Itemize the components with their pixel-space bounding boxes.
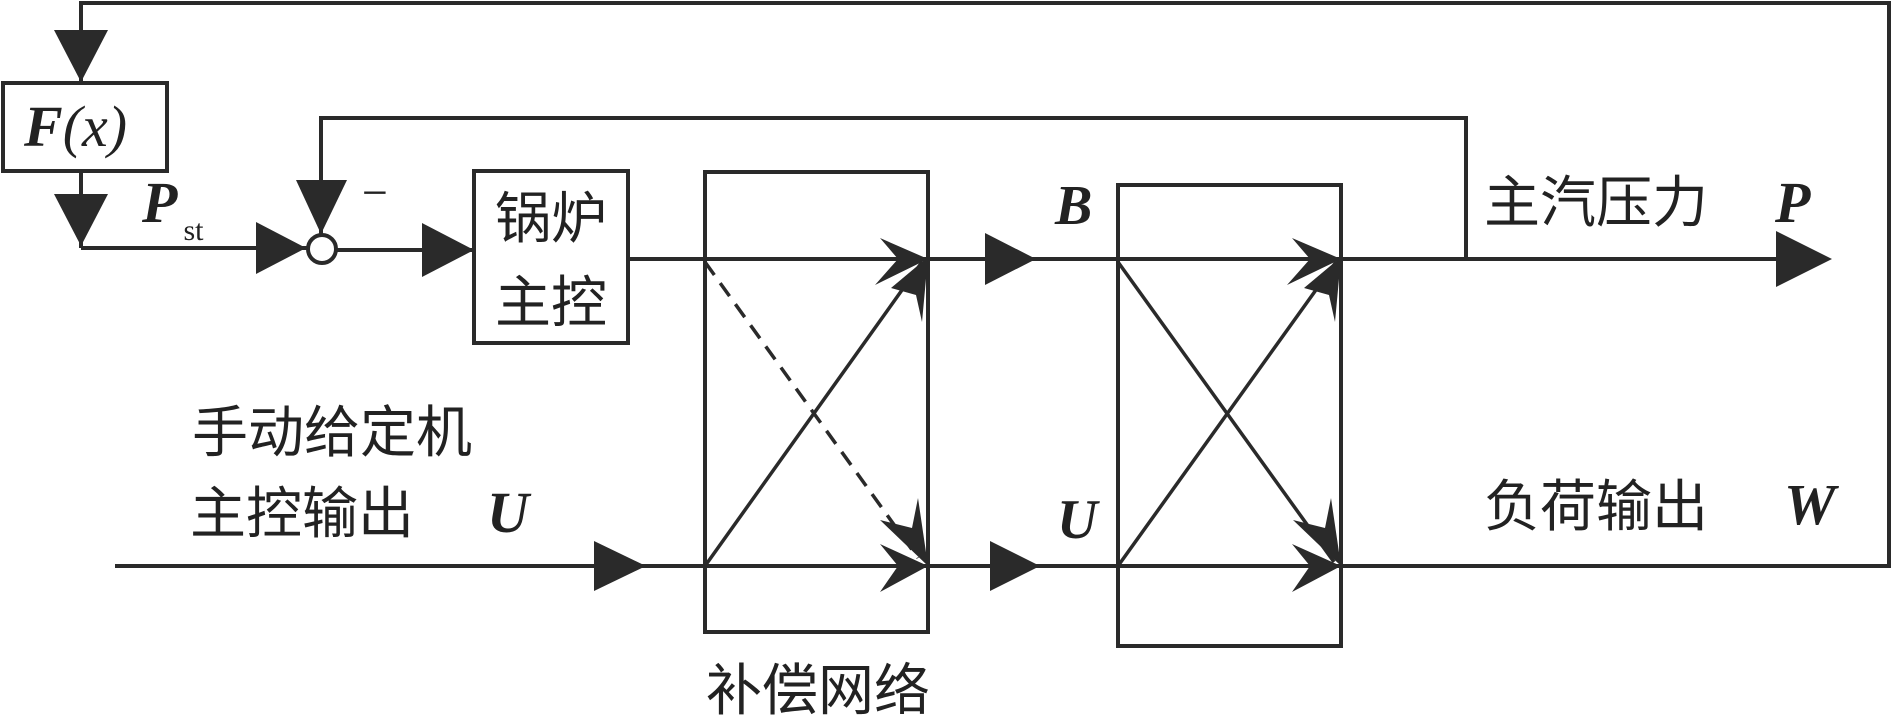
pressure-output-symbol: P [1774,170,1811,235]
arrow-manual-in [594,541,646,591]
comp-arrowhead-top-horizontal [875,238,928,285]
fx-func: F [23,94,63,159]
minus-sign: − [362,167,388,218]
comp-arrowhead-top-diagonal [891,257,928,322]
comp-arrowhead-bottom-horizontal [880,544,928,592]
arrow-below-fx [54,194,108,246]
plant-arrowhead-bottom-horizontal [1292,544,1341,592]
plant-arrowhead-top-horizontal [1287,238,1341,285]
plant-arrowhead-bottom-diagonal [1293,498,1341,566]
signal-b-label: B [1054,175,1092,237]
load-output-label: 负荷输出 [1484,475,1708,540]
load-output-symbol: W [1784,472,1839,537]
fx-block [1,81,169,173]
pressure-feedback-line [319,116,1468,259]
fx-arg-parts: (x) [24,94,88,159]
arrow-into-sum [256,222,306,274]
plant-arrowhead-top-diagonal [1304,257,1341,322]
manual-input-label-2: 主控输出 [190,482,414,547]
boiler-master-label-1: 锅炉 [495,187,607,252]
signal-u-label: U [1057,489,1100,551]
compensation-network-label: 补偿网络 [706,659,930,723]
comp-dashed-line [703,260,920,560]
comp-arrowhead-bottom-diagonal [880,498,928,566]
arrow-feedback-into-sum [296,180,347,234]
plant-block [1116,183,1343,648]
boiler-master-label-2: 主控 [495,271,607,336]
arrow-into-fx [54,30,108,82]
manual-input-label-1: 手动给定机 [192,401,472,466]
outer-feedback-line [79,1,1891,568]
summing-junction [306,233,338,265]
arrow-b [985,233,1036,285]
plant-cross-line-down [1116,260,1336,564]
manual-input-symbol: U [487,480,532,545]
pressure-output-label: 主汽压力 [1484,171,1708,236]
arrow-u [990,541,1040,591]
fx-arg: (x) [63,94,127,159]
compensation-network-block [703,170,930,634]
arrow-into-boiler [422,223,474,277]
fx-label: F(x) [23,94,127,159]
arrow-pressure-output [1776,231,1832,287]
